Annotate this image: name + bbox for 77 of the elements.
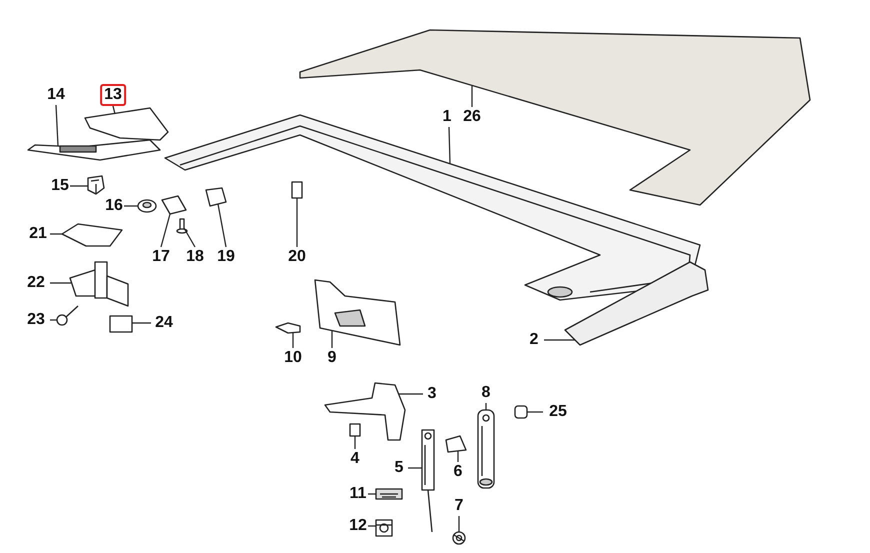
leader-line	[448, 126, 451, 164]
leader-line	[331, 331, 333, 348]
callout-number: 16	[104, 197, 124, 215]
leader-line	[292, 333, 294, 348]
hinge-bracket	[324, 382, 406, 441]
callout-number: 13	[100, 84, 126, 106]
grommet	[137, 199, 157, 213]
callout-number: 10	[283, 349, 303, 367]
pad	[445, 435, 467, 453]
leader-line	[457, 451, 459, 462]
leader-line	[217, 204, 227, 248]
callout-number: 17	[151, 248, 171, 266]
hinge	[69, 261, 129, 307]
callout-number: 11	[348, 485, 368, 503]
callout-number: 22	[26, 274, 46, 292]
callout-number: 1	[442, 108, 452, 126]
leader-line	[368, 525, 376, 527]
leader-line	[399, 393, 423, 395]
callout-number: 15	[50, 177, 70, 195]
cover-cap	[61, 223, 123, 247]
callout-number: 18	[185, 248, 205, 266]
callout-number: 19	[216, 248, 236, 266]
leader-line	[50, 233, 62, 235]
side-panel	[27, 139, 161, 161]
gas-strut	[421, 429, 435, 532]
leader-line	[354, 436, 356, 449]
leader-line	[544, 339, 575, 341]
callout-number: 14	[46, 86, 66, 104]
push-clip	[291, 181, 303, 199]
leader-line	[124, 205, 138, 207]
cover-panel	[299, 29, 811, 206]
push-pin	[275, 322, 301, 334]
bolt	[349, 423, 361, 437]
callout-number: 21	[28, 225, 48, 243]
spring-clip	[452, 531, 466, 545]
leader-line	[296, 198, 298, 247]
callout-number: 20	[287, 248, 307, 266]
leader-line	[485, 403, 487, 410]
bushing	[514, 405, 528, 419]
callout-number: 26	[462, 108, 482, 126]
seal-strip	[564, 261, 709, 346]
label-plate	[375, 488, 403, 500]
clip	[87, 175, 105, 195]
leader-line	[471, 86, 473, 107]
damper-tube	[477, 409, 495, 489]
callout-number: 8	[480, 384, 492, 402]
callout-number: 25	[548, 403, 568, 421]
leader-line	[458, 516, 460, 532]
leader-line	[183, 228, 196, 248]
leader-line	[160, 214, 171, 248]
bracket-plate	[314, 279, 401, 346]
catch	[109, 315, 133, 333]
callout-number: 24	[154, 314, 174, 332]
leader-line	[368, 493, 376, 495]
nut-clip	[375, 519, 393, 537]
bracket	[161, 195, 187, 215]
leader-line	[408, 467, 422, 469]
clip-holder	[205, 187, 227, 207]
leader-line	[50, 282, 71, 284]
callout-number: 7	[454, 497, 464, 515]
leader-line	[112, 106, 116, 114]
leader-line	[132, 322, 151, 324]
screw	[56, 306, 78, 326]
callout-number: 23	[26, 311, 46, 329]
callout-number: 2	[528, 331, 540, 349]
callout-number: 3	[426, 385, 438, 403]
callout-number: 4	[350, 450, 360, 468]
callout-number: 5	[394, 459, 404, 477]
corner-panel	[84, 107, 169, 141]
screw	[176, 218, 188, 234]
leader-line	[70, 185, 88, 187]
callout-number: 12	[348, 517, 368, 535]
leader-line	[527, 411, 543, 413]
leader-line	[55, 104, 59, 146]
callout-number: 6	[452, 463, 464, 481]
callout-number: 9	[326, 349, 338, 367]
leader-line	[50, 319, 57, 321]
